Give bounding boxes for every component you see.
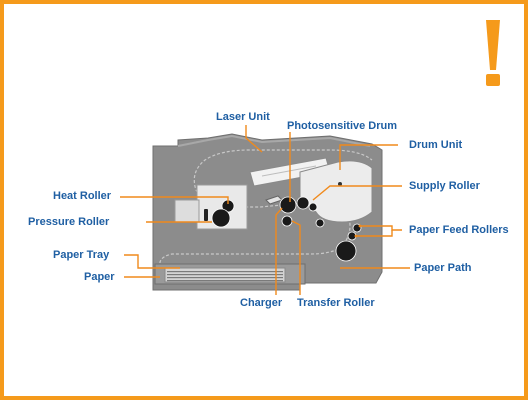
fuser-side [174, 199, 200, 223]
drum-unit [299, 160, 373, 223]
label-charger: Charger [240, 297, 283, 309]
label-heat-roller: Heat Roller [53, 190, 112, 202]
label-photosensitive-drum: Photosensitive Drum [287, 120, 398, 132]
label-supply-roller: Supply Roller [409, 180, 480, 192]
leader-lines [120, 125, 410, 295]
label-paper: Paper [84, 271, 115, 283]
rollers [211, 196, 362, 262]
label-laser-unit: Laser Unit [216, 111, 270, 123]
label-pressure-roller: Pressure Roller [28, 216, 110, 228]
label-drum-unit: Drum Unit [409, 139, 463, 151]
exclamation-icon [486, 20, 500, 86]
label-paper-path: Paper Path [414, 262, 472, 274]
paper-tray [154, 263, 306, 285]
label-transfer-roller: Transfer Roller [297, 297, 375, 309]
label-paper-feed-rollers: Paper Feed Rollers [409, 224, 509, 236]
label-paper-tray: Paper Tray [53, 249, 110, 261]
